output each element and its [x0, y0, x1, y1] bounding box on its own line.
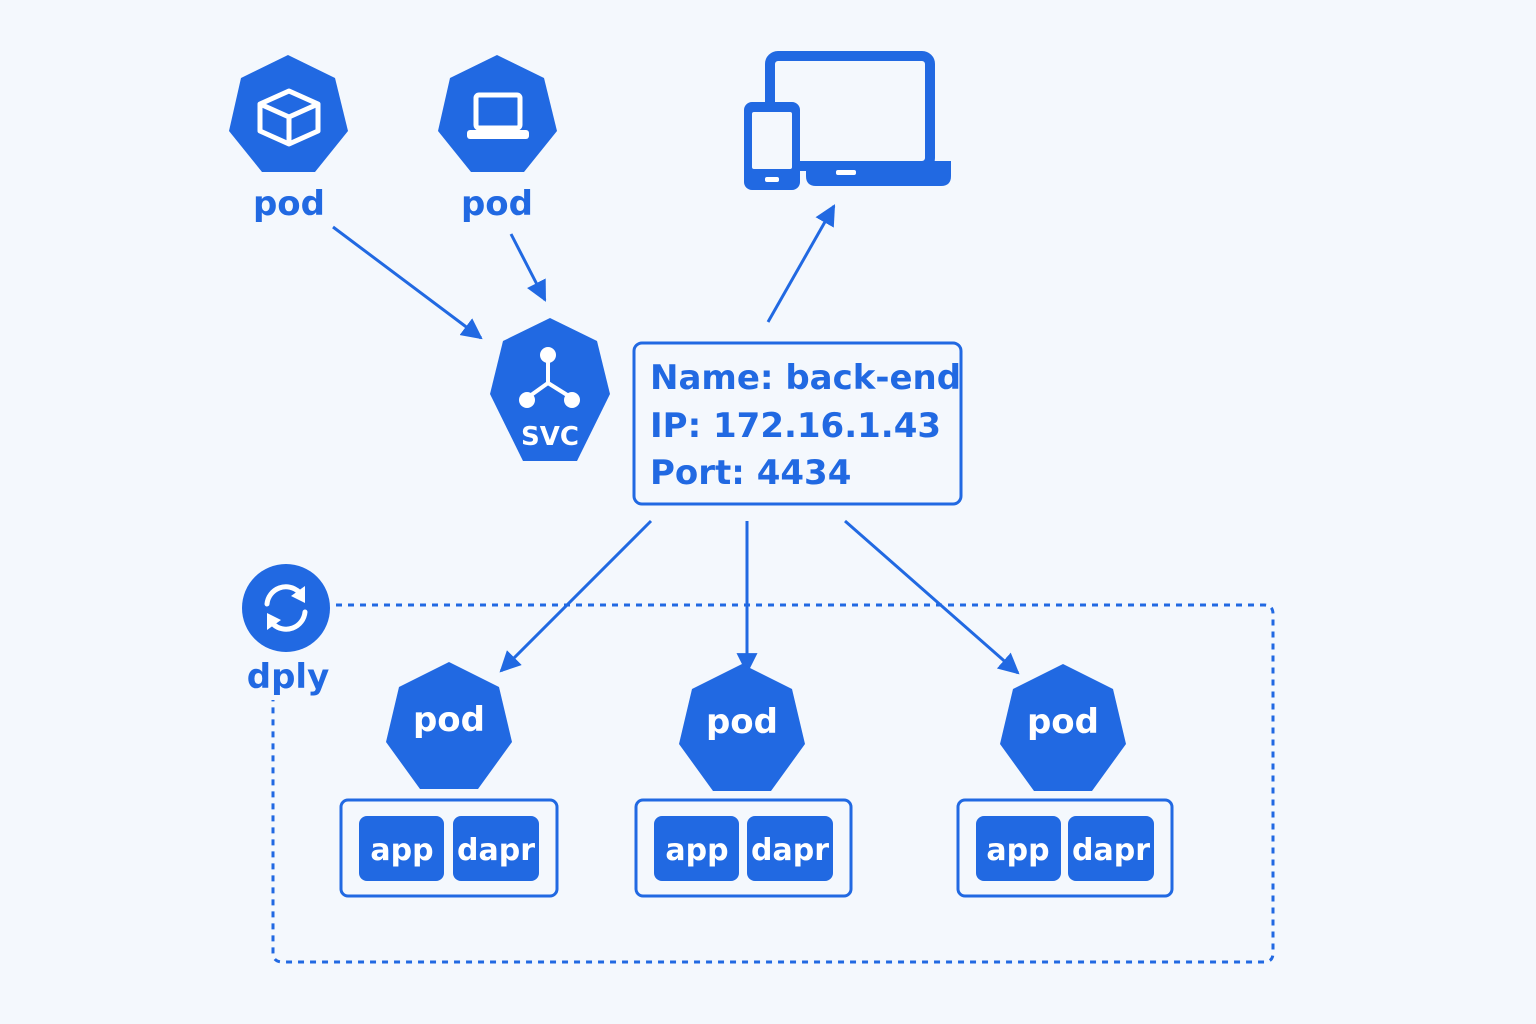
dapr-label: dapr [457, 833, 535, 868]
connector-arrows [332, 204, 1020, 675]
top-pod-label: pod [253, 184, 325, 224]
laptop-base [806, 161, 951, 186]
deployment-boundary [271, 603, 1275, 964]
app-label: app [665, 833, 728, 868]
refresh-icon [264, 584, 308, 632]
phone-and-laptop-icon [744, 51, 951, 190]
deployment-pod-c[interactable]: pod app dapr [956, 664, 1174, 898]
laptop-icon [467, 92, 529, 139]
pod-heptagon [1000, 664, 1126, 791]
service-port: Port: 4434 [650, 453, 851, 493]
pod-heptagon [229, 55, 348, 172]
arrow-pod2-to-svc [509, 233, 547, 302]
deployment-circle [242, 564, 330, 652]
pod-label: pod [706, 702, 778, 742]
arrow-info-to-pod-a [499, 519, 653, 673]
deployment-pod-b[interactable]: pod app dapr [634, 664, 853, 898]
dapr-container[interactable] [747, 816, 833, 881]
pod-label: pod [413, 700, 485, 740]
service-name: Name: back-end [650, 358, 961, 398]
dapr-container[interactable] [1068, 816, 1154, 881]
deployment-label: dply [247, 657, 330, 697]
arrow-info-to-pod-c [844, 519, 1020, 675]
pod-heptagon [679, 664, 805, 791]
pod-label: pod [1027, 702, 1099, 742]
app-label: app [370, 833, 433, 868]
container-group [339, 798, 559, 898]
arrow-info-to-devices [766, 204, 836, 323]
container-group [956, 798, 1174, 898]
app-label: app [986, 833, 1049, 868]
service-node[interactable]: SVC [490, 318, 610, 461]
dapr-container[interactable] [453, 816, 539, 881]
deployment-pod-a[interactable]: pod app dapr [339, 662, 559, 898]
service-label: SVC [521, 422, 579, 452]
deployment-node[interactable]: dply [242, 564, 330, 697]
dapr-label: dapr [751, 833, 829, 868]
hub-icon [519, 347, 580, 408]
top-pod-label: pod [461, 184, 533, 224]
arrow-pod1-to-svc [332, 225, 483, 340]
service-ip: IP: 172.16.1.43 [650, 406, 941, 446]
service-heptagon [490, 318, 610, 461]
app-container[interactable] [654, 816, 739, 881]
top-pod-2[interactable]: pod [438, 55, 557, 224]
app-container[interactable] [359, 816, 444, 881]
pod-heptagon [386, 662, 512, 789]
cube-icon [257, 88, 321, 147]
service-info-box: Name: back-end IP: 172.16.1.43 Port: 443… [632, 341, 963, 506]
dapr-label: dapr [1072, 833, 1150, 868]
top-pod-1[interactable]: pod [229, 55, 348, 224]
pod-heptagon [438, 55, 557, 172]
container-group [634, 798, 853, 898]
app-container[interactable] [976, 816, 1061, 881]
